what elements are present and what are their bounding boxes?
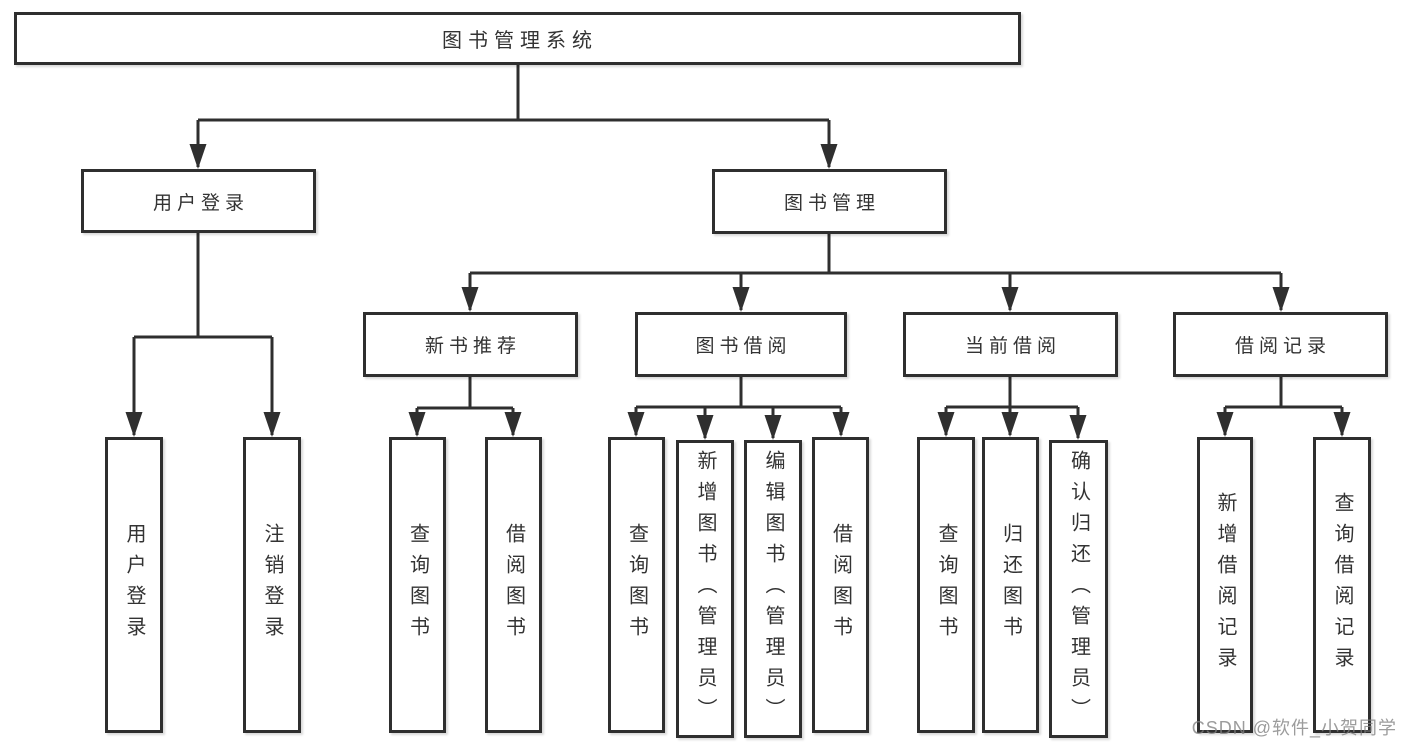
node-current-borrow: 当前借阅 xyxy=(903,312,1118,377)
leaf-add-books-admin: 新增图书（管理员） xyxy=(676,440,734,738)
leaf-query-books-recommend: 查询图书 xyxy=(389,437,446,733)
node-new-book-recommend: 新书推荐 xyxy=(363,312,578,377)
leaf-query-books-borrow: 查询图书 xyxy=(608,437,665,733)
leaf-borrow-books-recommend: 借阅图书 xyxy=(485,437,542,733)
node-book-borrow: 图书借阅 xyxy=(635,312,847,377)
leaf-edit-books-admin: 编辑图书（管理员） xyxy=(744,440,802,738)
leaf-add-borrow-record: 新增借阅记录 xyxy=(1197,437,1253,733)
connector-paths xyxy=(132,65,1344,438)
arrowheads xyxy=(125,144,1351,440)
watermark: CSDN @软件_小贺同学 xyxy=(1191,718,1397,738)
leaf-query-books-current: 查询图书 xyxy=(917,437,975,733)
node-borrow-records: 借阅记录 xyxy=(1173,312,1388,377)
leaf-user-login: 用户登录 xyxy=(105,437,163,733)
node-book-management: 图书管理 xyxy=(712,169,947,234)
leaf-logout: 注销登录 xyxy=(243,437,301,733)
leaf-return-books: 归还图书 xyxy=(982,437,1039,733)
leaf-borrow-books-borrow: 借阅图书 xyxy=(812,437,869,733)
leaf-confirm-return-admin: 确认归还（管理员） xyxy=(1049,440,1108,738)
node-user-login: 用户登录 xyxy=(81,169,316,233)
node-root: 图书管理系统 xyxy=(14,12,1021,65)
leaf-query-borrow-record: 查询借阅记录 xyxy=(1313,437,1371,733)
